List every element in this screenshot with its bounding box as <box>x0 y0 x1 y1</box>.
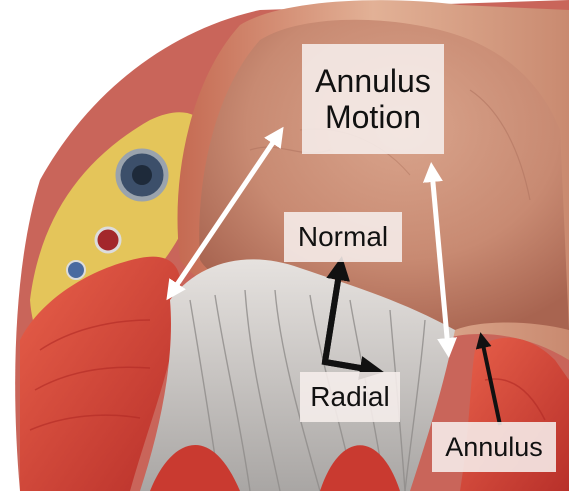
radial-label: Radial <box>300 372 400 422</box>
coronary-vein <box>67 261 85 279</box>
normal-label: Normal <box>284 212 402 262</box>
annulus-motion-label: Annulus Motion <box>302 44 444 154</box>
annulus-label: Annulus <box>432 422 556 472</box>
coronary-artery <box>96 228 120 252</box>
